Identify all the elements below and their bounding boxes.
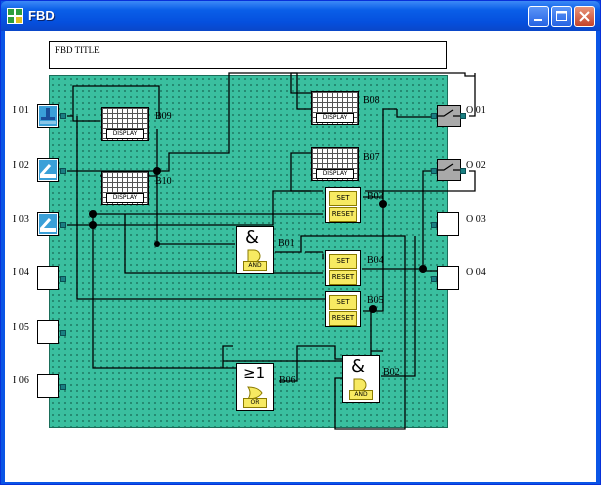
output-o03-pin[interactable] xyxy=(431,222,437,228)
window-title: FBD xyxy=(28,8,55,23)
block-label-b01: B01 xyxy=(278,238,295,249)
pushbutton-icon xyxy=(39,106,57,126)
input-i01-pin[interactable] xyxy=(60,113,66,119)
input-i02-pin[interactable] xyxy=(60,168,66,174)
input-i02[interactable] xyxy=(37,158,59,182)
input-i05[interactable] xyxy=(37,320,59,344)
output-o04[interactable] xyxy=(437,266,459,290)
block-label-b08: B08 xyxy=(363,95,380,106)
input-i06[interactable] xyxy=(37,374,59,398)
minimize-button[interactable] xyxy=(528,6,549,27)
block-label-b02: B02 xyxy=(383,367,400,378)
maximize-icon xyxy=(556,11,567,21)
input-label-i03: I 03 xyxy=(13,214,29,225)
input-label-i01: I 01 xyxy=(13,105,29,116)
switch-icon xyxy=(39,160,57,180)
input-label-i04: I 04 xyxy=(13,267,29,278)
reset-pin-label: RESET xyxy=(329,207,357,222)
display-block-b07[interactable]: DISPLAY xyxy=(311,147,359,181)
gate-symbol: & xyxy=(351,356,366,377)
input-i03-pin[interactable] xyxy=(60,222,66,228)
maximize-button[interactable] xyxy=(551,6,572,27)
or-gate-b06[interactable]: ≥1 OR xyxy=(236,363,274,411)
input-label-i02: I 02 xyxy=(13,160,29,171)
close-icon xyxy=(579,11,590,22)
set-pin-label: SET xyxy=(329,295,357,310)
and-gate-b02[interactable]: & AND xyxy=(342,355,380,403)
block-label-b05: B05 xyxy=(367,295,384,306)
close-button[interactable] xyxy=(574,6,595,27)
output-o04-pin[interactable] xyxy=(431,276,437,282)
gate-caption: AND xyxy=(243,261,267,271)
gate-symbol: ≥1 xyxy=(243,364,266,382)
display-caption: DISPLAY xyxy=(106,193,144,203)
reset-pin-label: RESET xyxy=(329,270,357,285)
output-label-o02: O 02 xyxy=(466,160,486,171)
display-block-b10[interactable]: DISPLAY xyxy=(101,171,149,205)
reset-pin-label: RESET xyxy=(329,311,357,326)
input-i01[interactable] xyxy=(37,104,59,128)
output-o02-pin-out[interactable] xyxy=(460,168,466,174)
display-caption: DISPLAY xyxy=(316,113,354,123)
diagram-title: FBD TITLE xyxy=(55,45,100,55)
output-o01-pin-in[interactable] xyxy=(431,113,437,119)
diagram-title-box[interactable]: FBD TITLE xyxy=(49,41,447,69)
block-label-b06: B06 xyxy=(279,375,296,386)
input-label-i05: I 05 xyxy=(13,322,29,333)
display-caption: DISPLAY xyxy=(106,129,144,139)
app-icon xyxy=(7,8,23,24)
setreset-block-b04[interactable]: SET RESET xyxy=(325,250,361,286)
set-pin-label: SET xyxy=(329,191,357,206)
relay-icon xyxy=(438,163,460,171)
block-label-b04: B04 xyxy=(367,255,384,266)
relay-icon xyxy=(438,109,460,117)
output-o03[interactable] xyxy=(437,212,459,236)
display-block-b08[interactable]: DISPLAY xyxy=(311,91,359,125)
gate-symbol: & xyxy=(245,227,260,248)
and-gate-b01[interactable]: & AND xyxy=(236,226,274,274)
output-o02-pin-in[interactable] xyxy=(431,168,437,174)
gate-caption: AND xyxy=(349,390,373,400)
output-o02[interactable] xyxy=(437,159,461,181)
output-label-o01: O 01 xyxy=(466,105,486,116)
input-i05-pin[interactable] xyxy=(60,330,66,336)
block-label-b09: B09 xyxy=(155,111,172,122)
block-label-b07: B07 xyxy=(363,152,380,163)
output-label-o03: O 03 xyxy=(466,214,486,225)
or-gate-icon xyxy=(247,386,263,400)
input-label-i06: I 06 xyxy=(13,375,29,386)
input-i04[interactable] xyxy=(37,266,59,290)
set-pin-label: SET xyxy=(329,254,357,269)
title-bar[interactable]: FBD xyxy=(1,1,600,31)
fbd-client-area: FBD TITLE xyxy=(5,31,596,482)
output-o01[interactable] xyxy=(437,105,461,127)
minimize-icon xyxy=(534,19,542,21)
display-caption: DISPLAY xyxy=(316,169,354,179)
block-label-b03: B03 xyxy=(367,191,384,202)
output-label-o04: O 04 xyxy=(466,267,486,278)
output-o01-pin-out[interactable] xyxy=(460,113,466,119)
wire-layer xyxy=(67,72,476,430)
gate-caption: OR xyxy=(243,398,267,408)
input-i04-pin[interactable] xyxy=(60,276,66,282)
input-i06-pin[interactable] xyxy=(60,384,66,390)
display-block-b09[interactable]: DISPLAY xyxy=(101,107,149,141)
junction-dots xyxy=(89,167,427,313)
input-i03[interactable] xyxy=(37,212,59,236)
switch-icon xyxy=(39,214,57,234)
block-label-b10: B10 xyxy=(155,176,172,187)
setreset-block-b03[interactable]: SET RESET xyxy=(325,187,361,223)
setreset-block-b05[interactable]: SET RESET xyxy=(325,291,361,327)
